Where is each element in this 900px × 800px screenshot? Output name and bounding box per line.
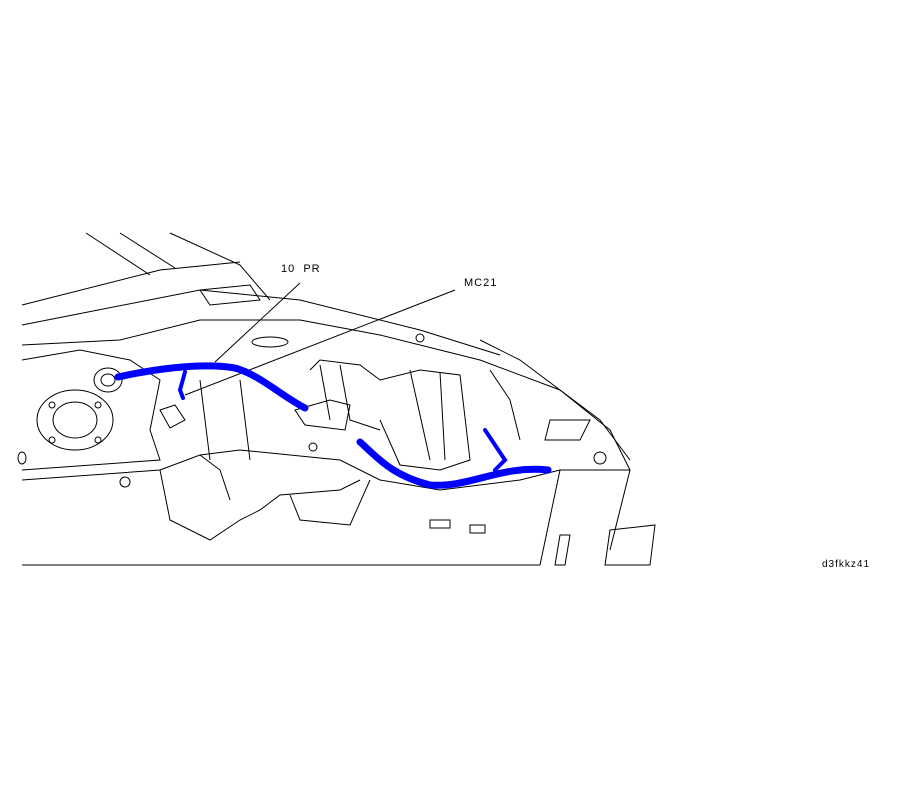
wiring-harness bbox=[114, 362, 552, 489]
figure-id: d3fkkz41 bbox=[822, 559, 871, 570]
harness-right-branch bbox=[483, 428, 508, 472]
harness-ground-branch bbox=[177, 370, 187, 400]
body-structure-lines bbox=[17, 232, 656, 566]
callout-leaders bbox=[184, 282, 456, 396]
callout-10-pr: 10 PR bbox=[281, 263, 321, 275]
harness-main-run bbox=[114, 362, 309, 412]
harness-lower-run bbox=[356, 438, 552, 489]
callout-mc21: MC21 bbox=[464, 277, 498, 289]
